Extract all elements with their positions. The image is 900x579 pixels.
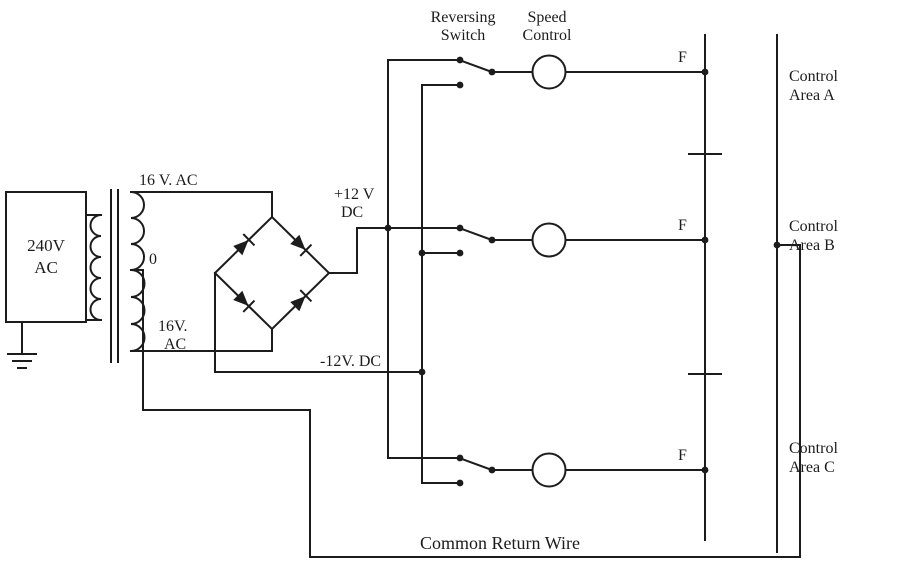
minus-bus-junction-dot <box>418 368 426 376</box>
mains-supply-box <box>5 191 87 323</box>
minus-12v-dc-wire <box>214 272 423 373</box>
common-return-wire-label: Common Return Wire <box>420 533 580 553</box>
rail-feed-junction-dot <box>701 68 709 76</box>
plus-bus-junction-dot <box>384 224 392 232</box>
diode-bar <box>242 233 256 247</box>
diode-bar <box>299 243 313 257</box>
control-area-a-label-line1: Control <box>789 68 838 85</box>
switch-contact-dot <box>456 81 464 89</box>
transformer-primary-coil-icon <box>89 213 103 322</box>
secondary-top-label: 16 V. AC <box>139 172 198 189</box>
speed-control-icon-3 <box>531 452 567 488</box>
switch-contact-dot <box>456 454 464 462</box>
rail-feed-junction-dot <box>701 466 709 474</box>
secondary-bottom-label-line1: 16V. <box>158 318 188 335</box>
diode-arrow <box>233 240 249 256</box>
speed-control-label-line1: Speed <box>527 9 566 26</box>
feed-point-label-1: F <box>678 49 687 66</box>
mains-ac-label: AC <box>34 258 58 277</box>
switch-contact-dot <box>456 479 464 487</box>
feed-point-label-3: F <box>678 447 687 464</box>
minus-bus-branches <box>421 84 461 484</box>
secondary-bottom-label-line2: AC <box>164 336 186 353</box>
control-area-b-label-line1: Control <box>789 218 838 235</box>
diode-bar <box>299 289 313 303</box>
switch-contact-dot <box>456 249 464 257</box>
return-rail-junction-dot <box>773 241 781 249</box>
control-area-a-label-line2: Area A <box>789 87 835 104</box>
plus-12v-dc-wire <box>328 227 461 274</box>
primary-connection-wires <box>85 214 102 321</box>
center-tap-label: 0 <box>149 251 157 268</box>
reversing-switch-blade-3 <box>460 457 494 472</box>
secondary-top-wire-16vac <box>130 191 273 218</box>
reversing-switch-blade-2 <box>460 227 494 242</box>
diode-icon <box>233 290 256 313</box>
speed-control-label-line2: Control <box>523 27 572 44</box>
bridge-rectifier <box>213 215 331 331</box>
switch-pivot-dot <box>488 236 496 244</box>
switch-contact-dot <box>456 56 464 64</box>
dc-positive-label-line2: DC <box>341 204 363 221</box>
speed-control-icon-1 <box>531 54 567 90</box>
earth-ground-icon <box>7 353 37 369</box>
diode-bar <box>242 299 256 313</box>
reversing-switch-label-line1: Reversing <box>431 9 496 26</box>
diode-icon <box>233 233 256 256</box>
diode-icon <box>290 234 313 257</box>
common-return-wire <box>130 244 801 558</box>
speed-control-icon-2 <box>531 222 567 258</box>
diode-arrow <box>290 296 306 312</box>
minus-bus-junction-dot <box>418 249 426 257</box>
diode-arrow <box>233 290 249 306</box>
control-area-c-label-line1: Control <box>789 440 838 457</box>
rail-feed-junction-dot <box>701 236 709 244</box>
switch-pivot-dot <box>488 68 496 76</box>
secondary-bottom-wire-16vac <box>130 328 273 352</box>
switch-pivot-dot <box>488 466 496 474</box>
feed-point-label-2: F <box>678 217 687 234</box>
dc-negative-label: -12V. DC <box>320 353 381 370</box>
control-area-b-label-line2: Area B <box>789 237 835 254</box>
control-area-c-label-line2: Area C <box>789 459 835 476</box>
diode-icon <box>290 289 313 312</box>
label-layer: 240V AC 16 V. AC 0 16V. AC +12 V DC -12V… <box>27 9 838 553</box>
junction-dots <box>384 56 781 487</box>
transformer-core <box>110 189 119 363</box>
plus-bus-branches <box>387 59 461 459</box>
section-gap-marks <box>688 153 722 375</box>
wiring-layer <box>5 34 801 558</box>
dc-positive-label-line1: +12 V <box>334 186 375 203</box>
mains-voltage-label: 240V <box>27 236 66 255</box>
reversing-switch-label-line2: Switch <box>441 27 485 44</box>
diode-arrow <box>290 234 306 250</box>
switch-contact-dot <box>456 224 464 232</box>
reversing-switch-blade-1 <box>460 59 494 74</box>
